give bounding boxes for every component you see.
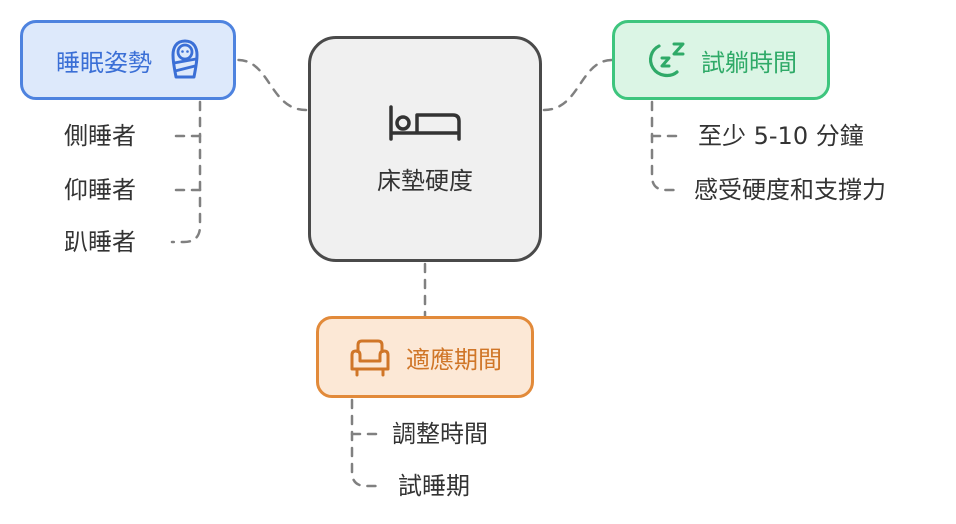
leaf-feel-firmness-support: 感受硬度和支撐力	[694, 176, 886, 204]
branch-label-trial-time: 試躺時間	[701, 48, 797, 77]
leaf-back-sleeper: 仰睡者	[64, 176, 136, 204]
leaf-trial-duration: 至少 5-10 分鐘	[698, 122, 864, 150]
armchair-icon	[348, 337, 392, 377]
branch-trial-time: 試躺時間	[612, 20, 830, 100]
center-node: 床墊硬度	[308, 36, 542, 262]
bed-icon	[387, 103, 463, 143]
leaf-stomach-sleeper: 趴睡者	[64, 228, 136, 256]
branch-label-sleep-position: 睡眠姿勢	[56, 48, 152, 77]
leaf-side-sleeper: 側睡者	[64, 122, 136, 150]
swaddled-baby-icon	[170, 39, 200, 81]
connector-sleep-trunk	[170, 100, 202, 244]
branch-adaptation-period: 適應期間	[316, 316, 534, 398]
branch-sleep-position: 睡眠姿勢	[20, 20, 236, 100]
sleeping-zzz-icon	[645, 38, 689, 82]
connector-center-trial	[542, 58, 614, 112]
leaf-adjustment-time: 調整時間	[392, 420, 488, 448]
connector-center-sleep	[236, 58, 308, 112]
connector-adapt-trunk	[350, 398, 382, 488]
leaf-trial-sleep-period: 試睡期	[398, 472, 470, 500]
connector-trial-trunk	[650, 100, 682, 192]
center-label: 床墊硬度	[377, 166, 473, 195]
branch-label-adaptation-period: 適應期間	[406, 345, 502, 374]
